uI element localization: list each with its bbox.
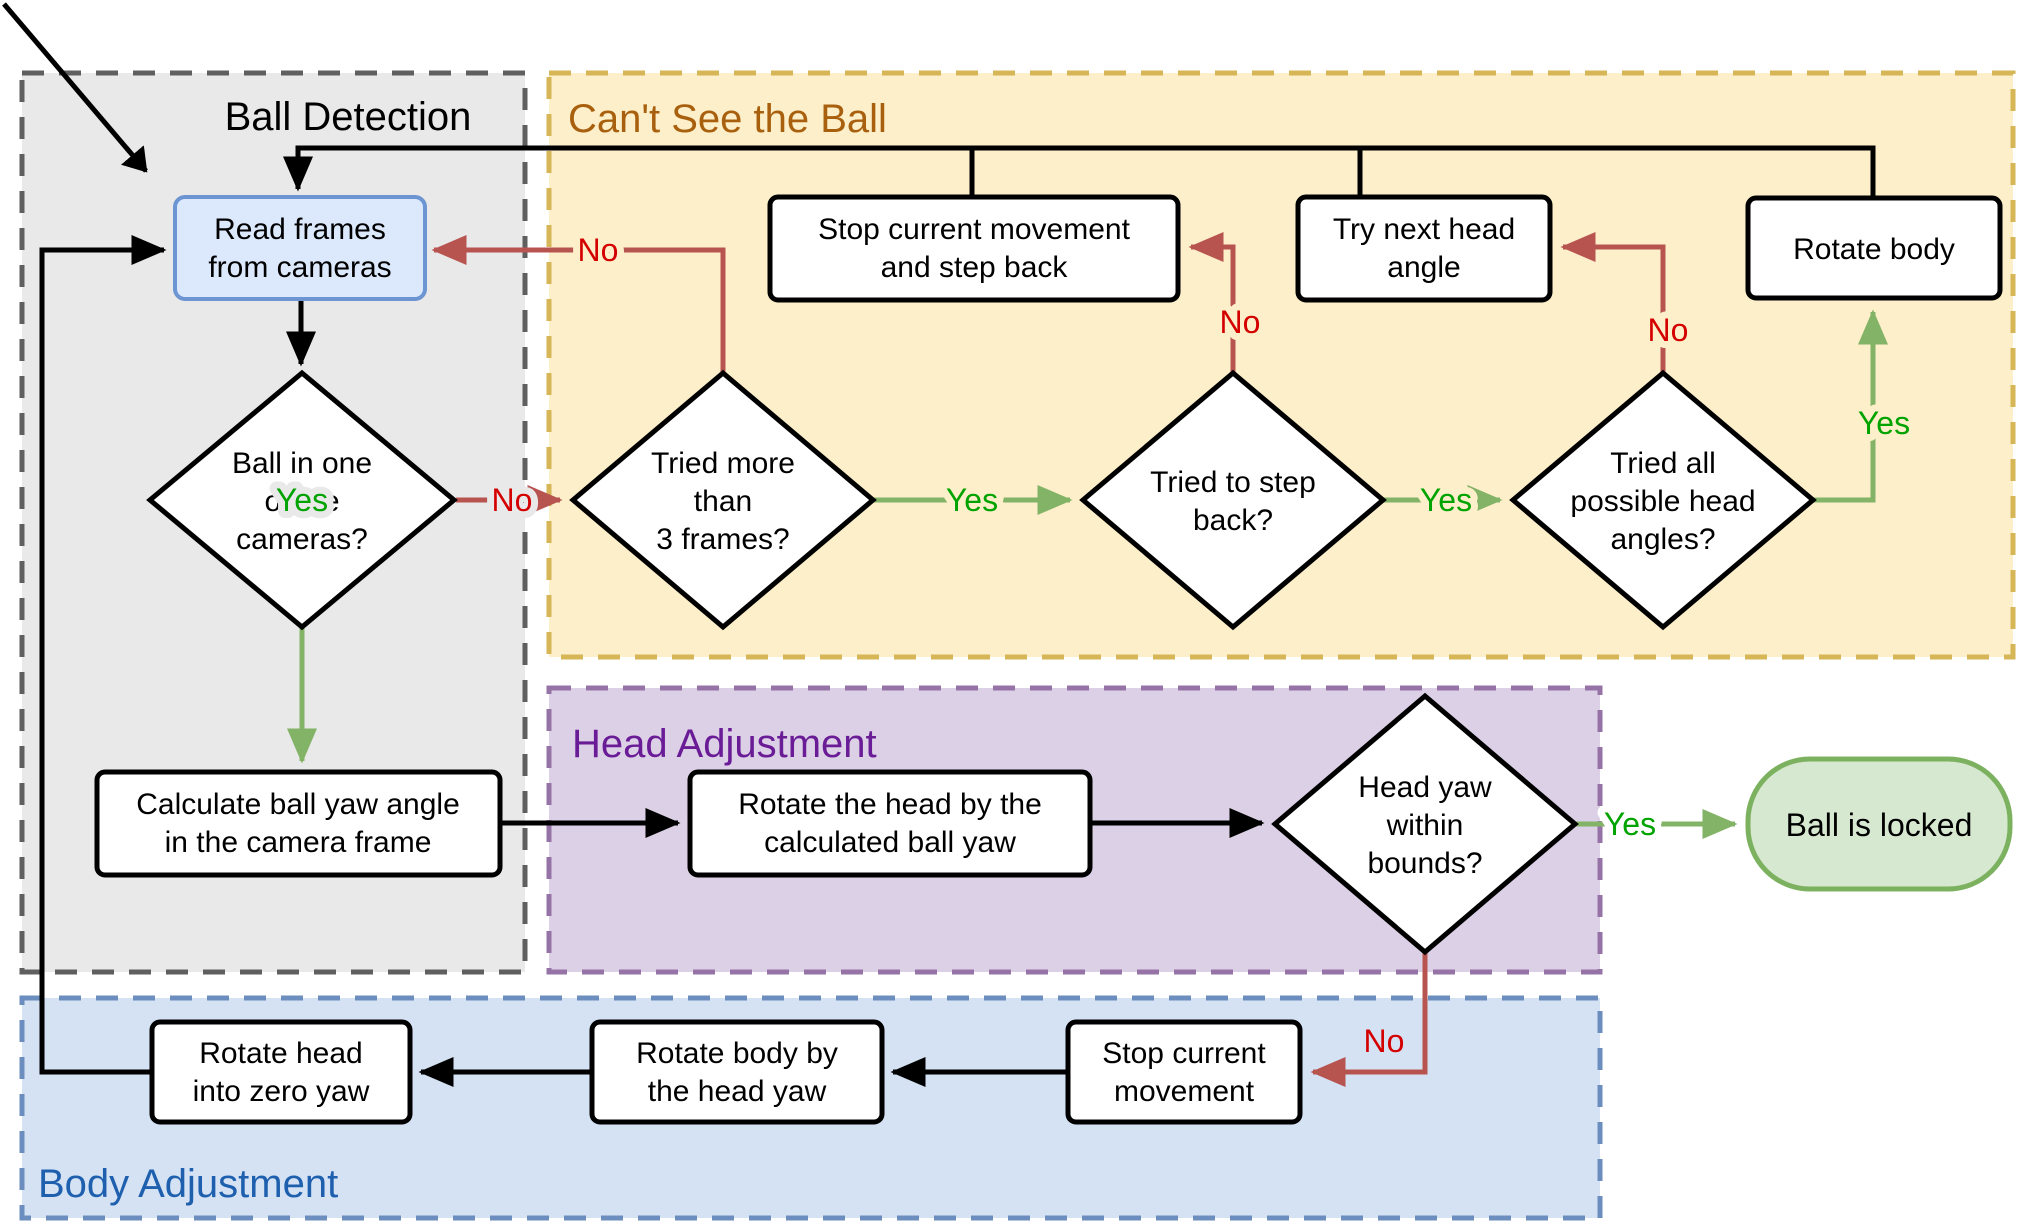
tried-3-frames-diamond	[569, 369, 877, 631]
edge-no-tried-all-to-try-next-angle	[1560, 232, 1666, 373]
svg-text:angles?: angles?	[1610, 523, 1715, 556]
svg-text:Tried all: Tried all	[1610, 447, 1716, 480]
label-no-tried-step-back: No	[1220, 304, 1261, 340]
region-title-cant-see-ball: Can't See the Ball	[568, 97, 887, 141]
node-head-yaw-in-bounds: Head yaw within bounds?	[1271, 692, 1579, 956]
svg-text:from cameras: from cameras	[208, 251, 391, 284]
svg-text:into zero yaw: into zero yaw	[193, 1075, 370, 1108]
svg-text:Rotate the head by the: Rotate the head by the	[738, 788, 1042, 821]
stop-current-movement-box	[1065, 1019, 1303, 1125]
svg-text:3 frames?: 3 frames?	[656, 523, 789, 556]
tried-all-angles-diamond	[1509, 369, 1817, 631]
head-yaw-in-bounds-diamond	[1271, 692, 1579, 956]
read-frames-box	[173, 195, 427, 301]
edge-loop-back-to-read-frames	[39, 235, 167, 1075]
edge-no-tried-3-to-read-frames	[431, 235, 726, 373]
svg-text:and step back: and step back	[881, 251, 1069, 284]
edge-no-head-yaw-to-stop-movement	[1310, 952, 1428, 1087]
ball-in-cameras-diamond	[146, 369, 458, 631]
region-title-body-adjustment: Body Adjustment	[38, 1162, 338, 1206]
node-calc-ball-yaw: Calculate ball yaw angle in the camera f…	[94, 769, 503, 878]
node-tried-3-frames: Tried more than 3 frames?	[569, 369, 877, 631]
svg-text:Rotate body: Rotate body	[1793, 233, 1955, 266]
calc-ball-yaw-box	[94, 769, 503, 878]
rotate-head-by-yaw-box	[687, 769, 1093, 878]
svg-text:Stop current movement: Stop current movement	[818, 213, 1130, 246]
edge-yes-tried-all-to-rotate-body	[1813, 309, 1888, 503]
region-title-ball-detection: Ball Detection	[225, 95, 472, 139]
try-next-head-angle-box	[1295, 194, 1553, 303]
svg-text:Ball is locked: Ball is locked	[1786, 807, 1973, 843]
svg-text:Read frames: Read frames	[214, 213, 386, 246]
svg-text:Tried to step: Tried to step	[1150, 466, 1316, 499]
svg-text:angle: angle	[1387, 251, 1460, 284]
region-title-head-adjustment: Head Adjustment	[572, 722, 877, 766]
svg-text:Ball in one: Ball in one	[232, 447, 372, 480]
svg-text:Try next head: Try next head	[1333, 213, 1515, 246]
svg-text:bounds?: bounds?	[1367, 847, 1482, 880]
label-yes-tried-all: Yes	[1858, 405, 1910, 441]
node-ball-locked: Ball is locked	[1745, 756, 2013, 892]
label-yes-head-yaw: Yes	[1604, 806, 1656, 842]
node-rotate-body: Rotate body	[1745, 195, 2003, 301]
svg-text:Tried more: Tried more	[651, 447, 795, 480]
svg-text:Stop current: Stop current	[1102, 1037, 1266, 1070]
ball-locked-pill	[1745, 756, 2013, 892]
label-no-ball-in-cameras: No	[492, 482, 533, 518]
label-yes-tried-step-back: Yes	[1420, 482, 1472, 518]
node-tried-step-back: Tried to step back?	[1079, 369, 1387, 631]
node-try-next-head-angle: Try next head angle	[1295, 194, 1553, 303]
rotate-body-by-head-yaw-box	[589, 1019, 885, 1125]
edge-entry-arrow	[2, 2, 148, 173]
svg-text:of the: of the	[264, 485, 339, 518]
rotate-head-zero-yaw-box	[149, 1019, 413, 1125]
svg-text:Rotate head: Rotate head	[199, 1037, 362, 1070]
svg-text:the head yaw: the head yaw	[648, 1075, 827, 1108]
svg-text:possible head: possible head	[1570, 485, 1755, 518]
svg-text:Head yaw: Head yaw	[1358, 771, 1492, 804]
svg-text:calculated ball yaw: calculated ball yaw	[764, 826, 1016, 859]
node-read-frames: Read frames from cameras	[173, 195, 427, 301]
svg-text:movement: movement	[1114, 1075, 1255, 1108]
label-no-head-yaw: No	[1364, 1023, 1405, 1059]
node-rotate-body-by-head-yaw: Rotate body by the head yaw	[589, 1019, 885, 1125]
svg-text:back?: back?	[1193, 504, 1273, 537]
rotate-body-box	[1745, 195, 2003, 301]
svg-text:in the camera frame: in the camera frame	[165, 826, 432, 859]
node-rotate-head-zero-yaw: Rotate head into zero yaw	[149, 1019, 413, 1125]
node-rotate-head-by-yaw: Rotate the head by the calculated ball y…	[687, 769, 1093, 878]
label-no-tried-all: No	[1648, 312, 1689, 348]
svg-text:Rotate body by: Rotate body by	[636, 1037, 838, 1070]
label-yes-tried-3: Yes	[946, 482, 998, 518]
label-no-tried-3: No	[578, 232, 619, 268]
tried-step-back-diamond	[1079, 369, 1387, 631]
svg-text:cameras?: cameras?	[236, 523, 368, 556]
edge-feedback-to-read-frames	[283, 145, 1876, 198]
node-stop-and-step-back: Stop current movement and step back	[767, 194, 1181, 303]
svg-text:than: than	[694, 485, 752, 518]
svg-text:within: within	[1386, 809, 1464, 842]
stop-and-step-back-box	[767, 194, 1181, 303]
edge-no-tried-step-back-to-stop-step-back	[1188, 232, 1236, 373]
node-ball-in-cameras: Ball in one of the cameras?	[146, 369, 458, 631]
node-stop-current-movement: Stop current movement	[1065, 1019, 1303, 1125]
svg-text:Calculate ball yaw angle: Calculate ball yaw angle	[136, 788, 460, 821]
label-yes-ball-in-cameras: Yes	[276, 482, 328, 518]
node-tried-all-angles: Tried all possible head angles?	[1509, 369, 1817, 631]
